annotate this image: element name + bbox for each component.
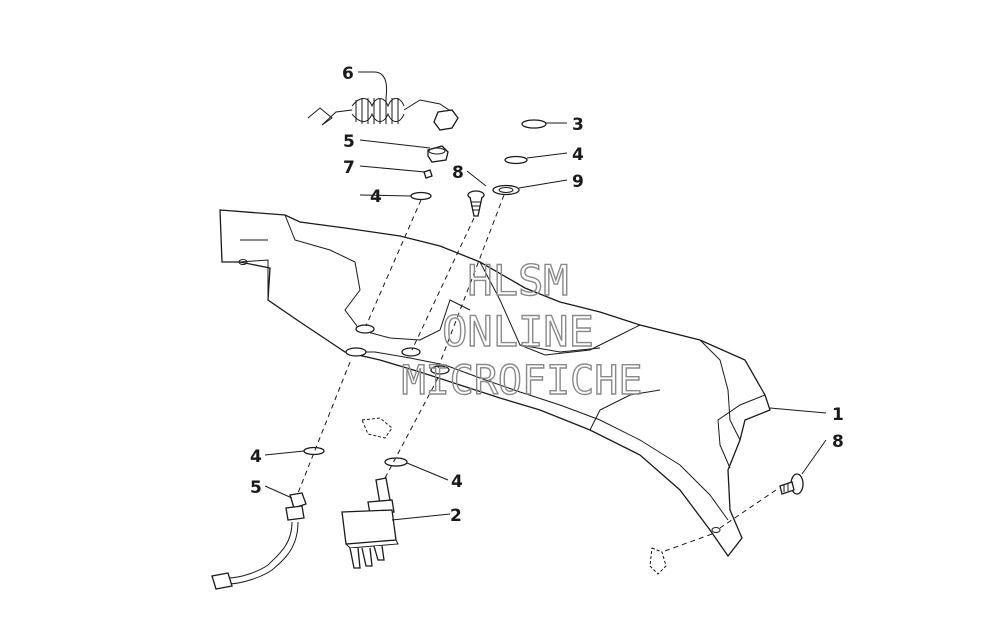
watermark-line-2: ONLINE [442,307,594,356]
callout-5-lower: 5 [250,478,262,498]
washer-top-left [410,191,432,201]
callout-7: 7 [343,158,355,178]
callout-4-right: 4 [572,145,584,165]
assembly-lines [297,194,777,553]
washer-4-right [504,155,528,165]
small-screw [423,169,433,179]
callout-2: 2 [450,506,462,526]
callout-8-right: 8 [832,432,844,452]
clip-lower-right [649,547,667,575]
watermark-line-1: HLSM [467,256,568,305]
callout-3: 3 [572,115,584,135]
callout-4-lower-right: 4 [451,472,463,492]
screw-middle [467,190,485,217]
washer-9 [492,184,520,196]
callout-8-middle: 8 [452,163,464,183]
spring-cable [307,98,459,131]
indicator-lamp [211,492,307,590]
grommet-top [427,145,449,163]
console-housing [219,209,771,558]
leader-lines [264,71,827,521]
washer-lower-right [384,457,408,467]
washer-lower-left [303,446,325,456]
callout-4-lower-left: 4 [250,447,262,467]
watermark: HLSM ONLINE MICROFICHE [401,255,643,404]
nut-3 [521,119,547,129]
callout-1: 1 [832,405,844,425]
callout-5-top: 5 [343,132,355,152]
screw-right [779,473,804,495]
watermark-line-3: MICROFICHE [402,358,643,404]
toggle-switch [341,477,399,569]
callout-6: 6 [342,64,354,84]
callout-9: 9 [572,172,584,192]
callout-4-top-left: 4 [370,187,382,207]
clip-hidden [361,417,393,439]
